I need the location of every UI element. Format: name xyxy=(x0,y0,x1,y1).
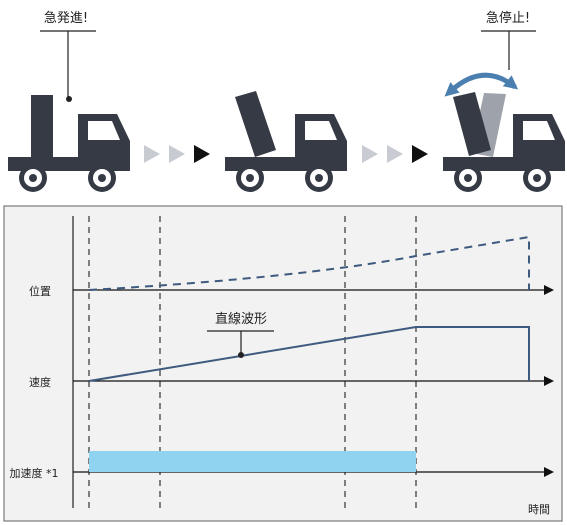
linear-waveform-annotation: 直線波形 xyxy=(207,311,274,358)
acceleration-row-label: 加速度 *1 xyxy=(10,466,59,480)
start-callout: 急発進! xyxy=(40,11,96,102)
annotation-dot xyxy=(238,352,244,358)
motion-graph-panel: 位置 速度 加速度 *1 時間 直線波形 xyxy=(3,205,563,522)
cargo-box-icon xyxy=(235,91,276,157)
position-curve xyxy=(88,235,530,291)
stop-callout: 急停止! xyxy=(481,10,536,70)
position-row-label: 位置 xyxy=(29,284,51,298)
truck-1 xyxy=(8,95,130,192)
truck-3 xyxy=(443,72,565,192)
truck-icon xyxy=(225,114,347,192)
time-axis-label: 時間 xyxy=(528,503,550,516)
velocity-row-label: 速度 xyxy=(29,375,51,389)
truck-icon xyxy=(8,114,130,192)
truck-icon xyxy=(443,114,565,192)
truck-2 xyxy=(225,91,347,192)
chevron-right-icon xyxy=(362,145,428,163)
cargo-box-icon xyxy=(453,92,491,156)
cargo-box-icon xyxy=(31,95,53,157)
chevron-right-icon xyxy=(144,145,210,163)
start-callout-label: 急発進! xyxy=(44,11,88,26)
start-callout-dot xyxy=(66,96,72,102)
velocity-curve xyxy=(88,326,530,382)
acceleration-band xyxy=(89,451,416,472)
graph-background xyxy=(3,205,563,522)
swing-arrow-icon xyxy=(444,72,519,97)
annotation-label: 直線波形 xyxy=(215,311,267,327)
stop-callout-label: 急停止! xyxy=(486,10,530,26)
